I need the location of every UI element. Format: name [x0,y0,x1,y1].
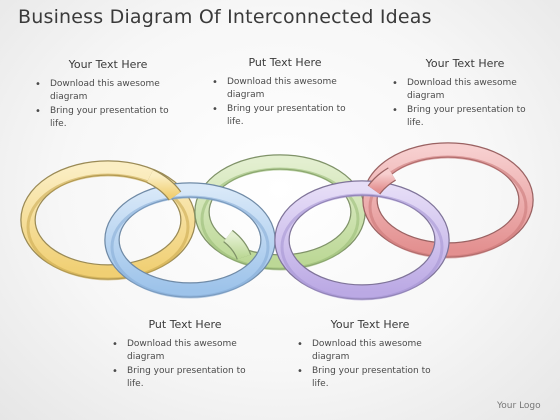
text-block-bullet: Download this awesome diagram [210,76,360,102]
text-block-bullet: Bring your presentation to life. [33,105,183,131]
text-block-bullet: Download this awesome diagram [33,78,183,104]
text-block-heading: Your Text Here [330,318,410,331]
text-block-heading: Your Text Here [68,58,148,71]
text-block-top-left: Your Text Here Download this awesome dia… [33,58,183,132]
text-block-heading: Put Text Here [248,56,322,69]
text-block-heading: Put Text Here [148,318,222,331]
text-block-bullet: Bring your presentation to life. [210,103,360,129]
text-block-bottom-right: Your Text Here Download this awesome dia… [295,318,445,392]
text-block-bullet: Download this awesome diagram [295,338,445,364]
text-block-bullet: Download this awesome diagram [390,77,540,103]
ring-green [194,154,366,271]
text-block-bullet: Bring your presentation to life. [295,365,445,391]
text-block-bottom-left: Put Text Here Download this awesome diag… [110,318,260,392]
slide-title: Business Diagram Of Interconnected Ideas [18,6,432,28]
ring-interlock-overlays [146,167,397,261]
text-block-bullet: Bring your presentation to life. [110,365,260,391]
ring-yellow [20,160,196,281]
text-block-top-right: Your Text Here Download this awesome dia… [390,57,540,131]
text-block-bullet: Download this awesome diagram [110,338,260,364]
logo-placeholder: Your Logo [497,401,541,411]
ring-blue [104,182,276,299]
text-block-bullet: Bring your presentation to life. [390,104,540,130]
text-block-heading: Your Text Here [425,57,505,70]
text-block-top-center: Put Text Here Download this awesome diag… [210,56,360,130]
ring-purple [274,180,450,301]
